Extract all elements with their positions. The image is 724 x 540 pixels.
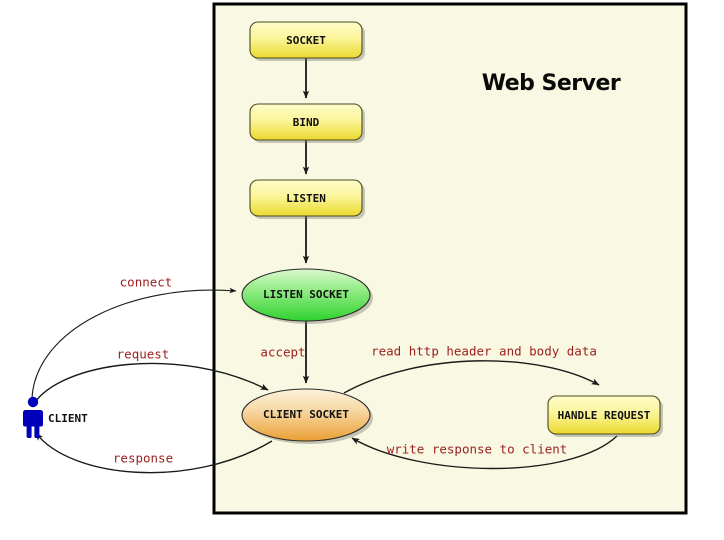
node-listen[interactable]: LISTEN: [249, 179, 365, 219]
edge-label-accept: accept: [260, 345, 305, 360]
node-socket[interactable]: SOCKET: [249, 21, 365, 61]
client-socket-ellipse[interactable]: [241, 388, 371, 442]
node-handle-request[interactable]: HANDLE REQUEST: [547, 395, 663, 437]
node-listen-socket[interactable]: LISTEN SOCKET: [241, 268, 373, 324]
edge-response: [35, 432, 273, 474]
socket-box[interactable]: [249, 21, 363, 59]
edge-label-request: request: [117, 347, 170, 362]
edge-request: [32, 362, 269, 406]
server-loop-edges: [343, 360, 618, 470]
handle-request-label: HANDLE REQUEST: [558, 409, 651, 422]
edge-labels: connect request response accept read htt…: [113, 275, 597, 466]
client-actor[interactable]: CLIENT: [23, 396, 88, 438]
client-socket-label: CLIENT SOCKET: [263, 408, 349, 421]
handle-request-box[interactable]: [547, 395, 661, 435]
node-bind[interactable]: BIND: [249, 103, 365, 143]
edge-label-response: response: [113, 451, 173, 466]
person-icon: [23, 396, 43, 438]
client-edges: [31, 287, 273, 474]
edge-label-read-http: read http header and body data: [371, 344, 597, 359]
client-actor-label: CLIENT: [48, 412, 88, 425]
listen-label: LISTEN: [286, 192, 326, 205]
listen-socket-ellipse[interactable]: [241, 268, 371, 322]
node-client-socket[interactable]: CLIENT SOCKET: [241, 388, 373, 444]
socket-label: SOCKET: [286, 34, 326, 47]
edge-label-connect: connect: [120, 275, 173, 290]
panel-title: Web Server: [482, 71, 621, 96]
listen-box[interactable]: [249, 179, 363, 217]
bind-label: BIND: [293, 116, 320, 129]
edge-read-http: [343, 360, 600, 394]
edge-write-response: [351, 435, 618, 470]
listen-socket-label: LISTEN SOCKET: [263, 288, 349, 301]
bind-box[interactable]: [249, 103, 363, 141]
edge-connect: [31, 287, 237, 399]
edge-label-write-response: write response to client: [387, 442, 568, 457]
